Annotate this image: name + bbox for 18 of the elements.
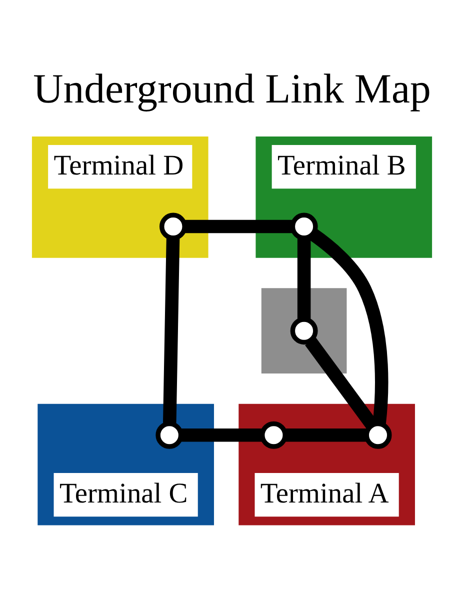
cluster: Terminal D xyxy=(32,136,208,258)
node-circle xyxy=(364,420,392,448)
cluster: Terminal B xyxy=(256,136,432,258)
node-circle xyxy=(290,316,318,344)
node-circle xyxy=(159,212,187,240)
node-circle xyxy=(260,420,288,448)
node-circle xyxy=(290,212,318,240)
connector xyxy=(180,428,262,442)
cluster: Terminal A xyxy=(238,403,415,525)
connector xyxy=(162,238,180,423)
cluster: Terminal C xyxy=(38,403,214,525)
node-circle xyxy=(156,420,184,448)
connector xyxy=(309,228,388,424)
connector xyxy=(285,428,366,442)
connector xyxy=(184,219,292,233)
cluster xyxy=(261,288,347,373)
diagram-title: Underground Link Map xyxy=(33,66,431,112)
connector xyxy=(297,238,311,318)
